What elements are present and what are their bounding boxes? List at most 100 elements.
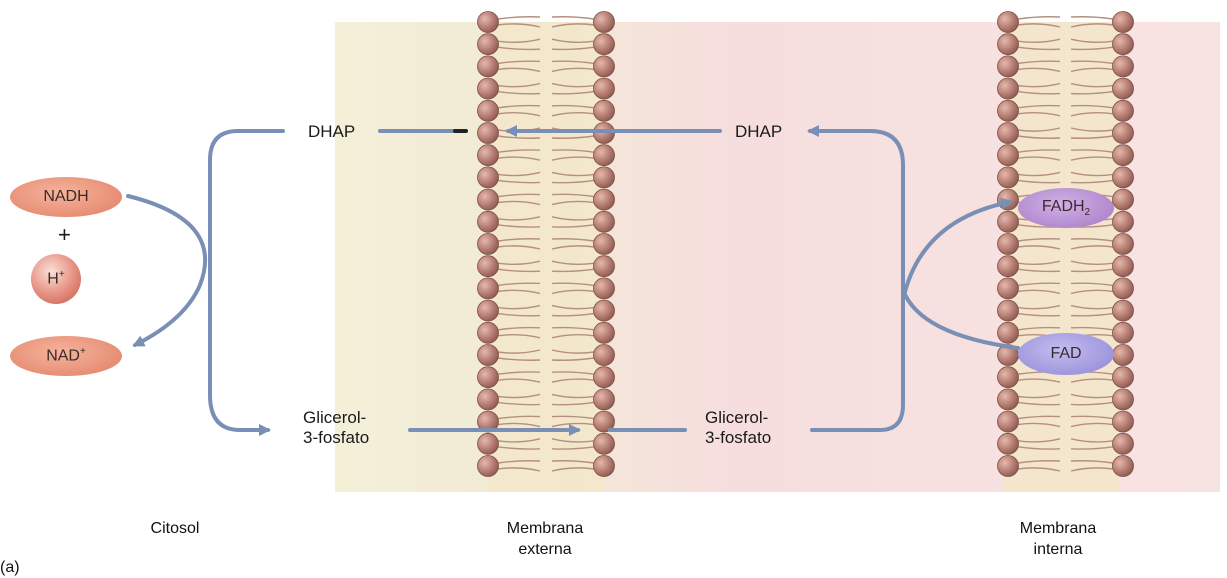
lipid-head bbox=[594, 211, 615, 232]
lipid-head bbox=[594, 34, 615, 55]
lipid-tail bbox=[552, 17, 594, 19]
inner-membrane-caption: Membrana interna bbox=[998, 518, 1118, 560]
h-plus-ion: H+ bbox=[31, 254, 81, 304]
lipid-head bbox=[998, 278, 1019, 299]
lipid-head bbox=[998, 34, 1019, 55]
nad-plus-pill: NAD+ bbox=[10, 336, 122, 376]
lipid-head bbox=[478, 322, 499, 343]
lipid-head bbox=[1113, 78, 1134, 99]
lipid-head bbox=[998, 456, 1019, 477]
g3p-intermembrane-line2: 3-fosfato bbox=[705, 428, 771, 448]
lipid-head bbox=[1113, 234, 1134, 255]
lipid-head bbox=[1113, 256, 1134, 277]
lipid-head bbox=[594, 189, 615, 210]
lipid-head bbox=[594, 322, 615, 343]
lipid-tail bbox=[498, 17, 540, 19]
lipid-head bbox=[998, 12, 1019, 33]
lipid-head bbox=[1113, 100, 1134, 121]
lipid-head bbox=[1113, 345, 1134, 366]
lipid-head bbox=[998, 56, 1019, 77]
nadh-to-nad-arrow bbox=[128, 196, 205, 345]
fad-label: FAD bbox=[1050, 345, 1081, 363]
left-cycle-arrow bbox=[210, 131, 283, 430]
outer-membrane-caption: Membrana externa bbox=[485, 518, 605, 560]
lipid-head bbox=[478, 189, 499, 210]
lipid-head bbox=[594, 234, 615, 255]
fadh2-subscript: 2 bbox=[1085, 207, 1091, 218]
nadh-pill: NADH bbox=[10, 177, 122, 217]
lipid-head bbox=[478, 456, 499, 477]
lipid-head bbox=[594, 300, 615, 321]
lipid-head bbox=[1113, 145, 1134, 166]
lipid-head bbox=[998, 123, 1019, 144]
lipid-head bbox=[478, 278, 499, 299]
panel-label: (a) bbox=[0, 557, 30, 578]
outer-membrane-line2: externa bbox=[485, 539, 605, 560]
lipid-head bbox=[998, 389, 1019, 410]
lipid-head bbox=[1113, 367, 1134, 388]
lipid-head bbox=[594, 56, 615, 77]
lipid-head bbox=[594, 456, 615, 477]
lipid-head bbox=[594, 433, 615, 454]
g3p-cytosol-line2: 3-fosfato bbox=[303, 428, 369, 448]
lipid-head bbox=[998, 411, 1019, 432]
lipid-head bbox=[1113, 433, 1134, 454]
lipid-head bbox=[478, 56, 499, 77]
g3p-intermembrane-line1: Glicerol- bbox=[705, 408, 771, 428]
lipid-head bbox=[998, 189, 1019, 210]
lipid-head bbox=[998, 145, 1019, 166]
lipid-head bbox=[478, 433, 499, 454]
lipid-head bbox=[594, 256, 615, 277]
lipid-head bbox=[478, 367, 499, 388]
fadh2-base: FADH bbox=[1042, 198, 1085, 215]
lipid-head bbox=[1113, 167, 1134, 188]
lipid-head bbox=[1113, 300, 1134, 321]
cytosol-caption: Citosol bbox=[130, 518, 220, 539]
plus-sign: + bbox=[58, 225, 71, 245]
lipid-head bbox=[478, 100, 499, 121]
lipid-head bbox=[594, 100, 615, 121]
lipid-head bbox=[998, 433, 1019, 454]
lipid-head bbox=[998, 256, 1019, 277]
lipid-head bbox=[478, 123, 499, 144]
lipid-head bbox=[998, 78, 1019, 99]
lipid-head bbox=[1113, 322, 1134, 343]
nadh-label: NADH bbox=[43, 188, 88, 206]
lipid-head bbox=[478, 300, 499, 321]
lipid-head bbox=[1113, 211, 1134, 232]
lipid-head bbox=[594, 345, 615, 366]
lipid-head bbox=[594, 12, 615, 33]
g3p-cytosol-line1: Glicerol- bbox=[303, 408, 369, 428]
lipid-head bbox=[478, 345, 499, 366]
lipid-head bbox=[998, 167, 1019, 188]
lipid-head bbox=[998, 300, 1019, 321]
lipid-head bbox=[998, 211, 1019, 232]
lipid-head bbox=[478, 256, 499, 277]
inner-membrane-line2: interna bbox=[998, 539, 1118, 560]
lipid-head bbox=[478, 12, 499, 33]
lipid-head bbox=[594, 389, 615, 410]
nad-plus-charge: + bbox=[80, 346, 86, 357]
fad-pill: FAD bbox=[1018, 333, 1114, 375]
lipid-head bbox=[478, 78, 499, 99]
lipid-head bbox=[594, 367, 615, 388]
lipid-head bbox=[998, 322, 1019, 343]
lipid-head bbox=[1113, 389, 1134, 410]
lipid-head bbox=[1113, 12, 1134, 33]
lipid-head bbox=[1113, 411, 1134, 432]
dhap-intermembrane-label: DHAP bbox=[735, 122, 782, 142]
inner-membrane-line1: Membrana bbox=[998, 518, 1118, 539]
lipid-tail bbox=[1018, 17, 1060, 19]
h-plus-base: H bbox=[47, 271, 59, 288]
lipid-head bbox=[998, 234, 1019, 255]
lipid-head bbox=[1113, 189, 1134, 210]
lipid-head bbox=[1113, 456, 1134, 477]
g3p-cytosol-label: Glicerol- 3-fosfato bbox=[303, 408, 369, 448]
lipid-head bbox=[1113, 123, 1134, 144]
lipid-head bbox=[594, 78, 615, 99]
lipid-head bbox=[998, 100, 1019, 121]
lipid-head bbox=[1113, 56, 1134, 77]
lipid-head bbox=[478, 167, 499, 188]
lipid-head bbox=[594, 167, 615, 188]
